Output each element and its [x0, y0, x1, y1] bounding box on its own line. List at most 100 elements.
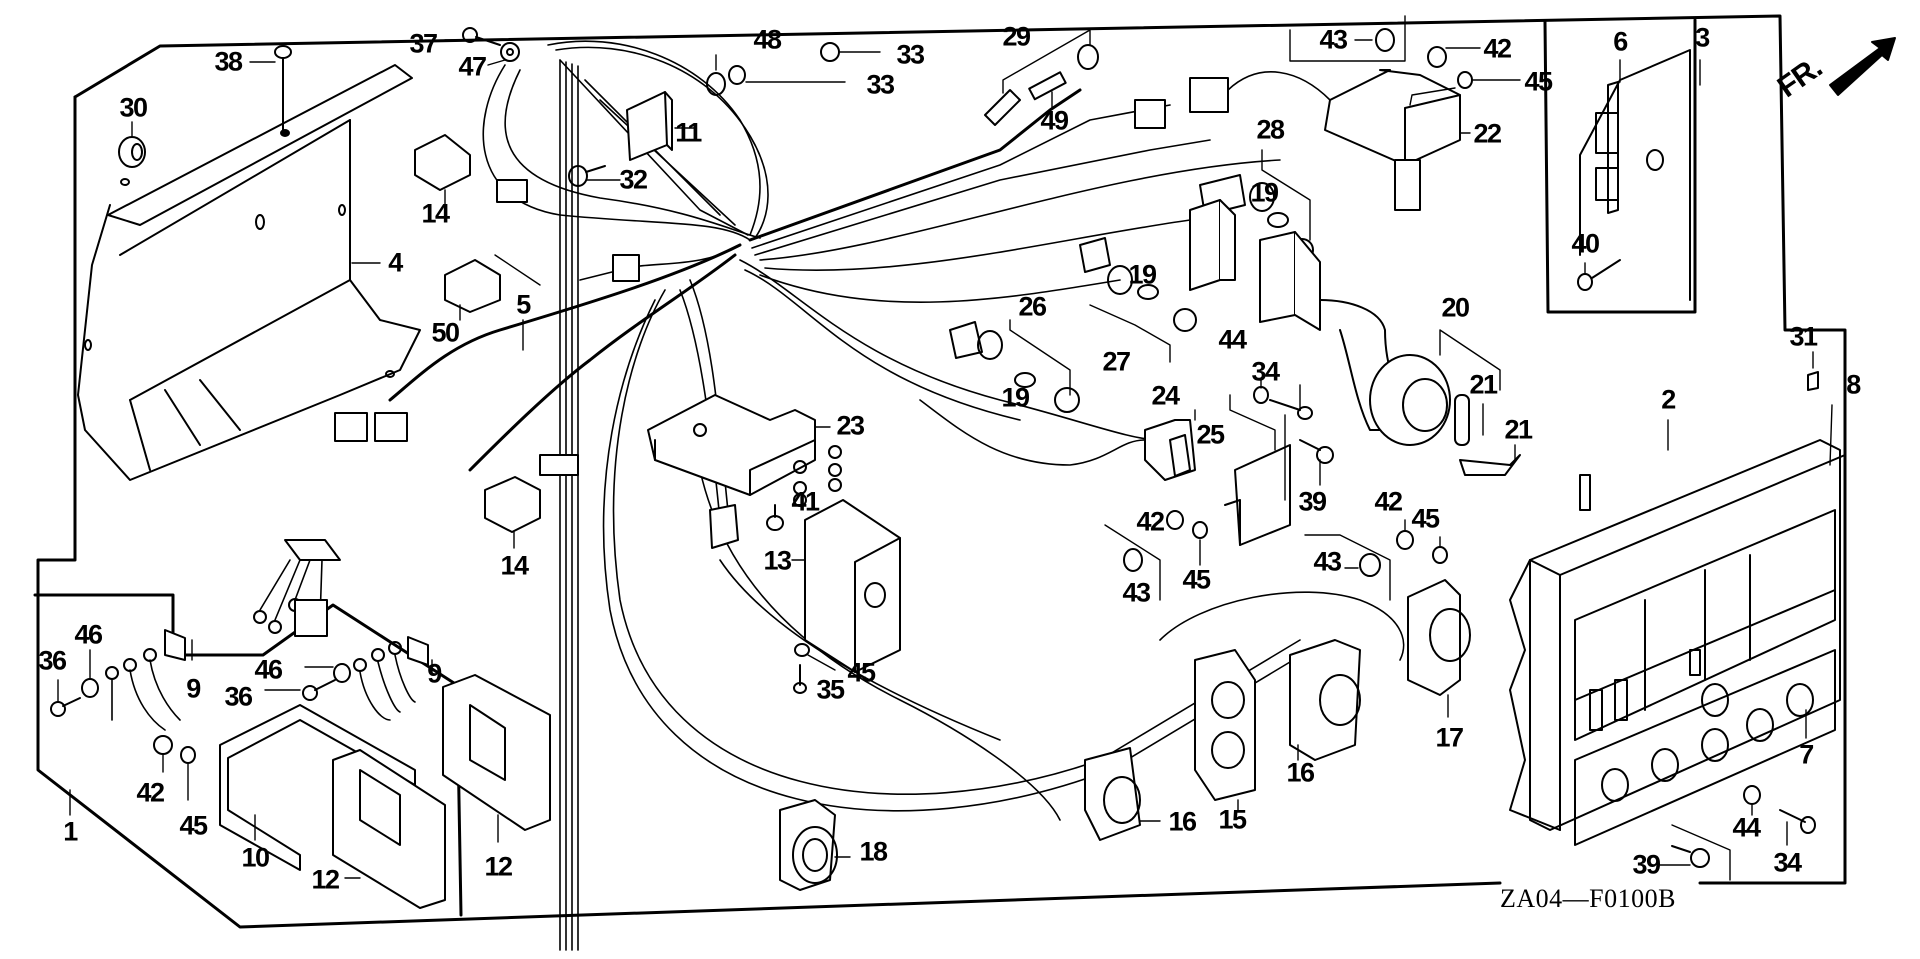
- callout-14-lower[interactable]: 14: [500, 550, 529, 581]
- callout-19-lamp-26[interactable]: 19: [1001, 382, 1030, 413]
- callout-42-mid[interactable]: 42: [1374, 486, 1403, 517]
- callout-21-a[interactable]: 21: [1469, 369, 1498, 400]
- nut-42-lower-left: [153, 735, 173, 773]
- callout-19-lamp-27[interactable]: 19: [1128, 259, 1157, 290]
- panel-plate-7: [1574, 649, 1836, 846]
- callout-1[interactable]: 1: [63, 816, 78, 847]
- callout-45-cluster[interactable]: 45: [1182, 564, 1211, 595]
- callout-44-bottom[interactable]: 44: [1732, 812, 1761, 843]
- callout-45-mid[interactable]: 45: [1411, 503, 1440, 534]
- ignition-switch-20: [1319, 299, 1501, 446]
- washer-44-top: [1253, 379, 1269, 404]
- callout-48[interactable]: 48: [753, 24, 782, 55]
- callout-29[interactable]: 29: [1002, 21, 1031, 52]
- callout-42-lower-left[interactable]: 42: [136, 777, 165, 808]
- connector-harness-e: [612, 254, 640, 282]
- callout-6[interactable]: 6: [1613, 26, 1628, 57]
- callout-22[interactable]: 22: [1473, 118, 1502, 149]
- callout-43-right[interactable]: 43: [1313, 546, 1342, 577]
- callout-45-lower-left[interactable]: 45: [179, 810, 208, 841]
- subframe-43: [1289, 15, 1406, 62]
- relay-50: [444, 254, 541, 321]
- wire-receptacles: [1159, 591, 1405, 661]
- assembly-frame-left: [36, 95, 1502, 929]
- leader-8: [1829, 404, 1833, 466]
- callout-11[interactable]: 11: [675, 117, 702, 148]
- nut-42-cluster: [1166, 510, 1184, 530]
- callout-45-top[interactable]: 45: [1524, 66, 1553, 97]
- callout-33-b[interactable]: 33: [866, 69, 895, 100]
- callout-49[interactable]: 49: [1040, 105, 1069, 136]
- callout-32[interactable]: 32: [619, 164, 648, 195]
- callout-43-cluster[interactable]: 43: [1122, 577, 1151, 608]
- clip-31: [1807, 371, 1819, 391]
- callout-36-left[interactable]: 36: [38, 645, 67, 676]
- callout-47[interactable]: 47: [458, 51, 487, 82]
- callout-36-mid[interactable]: 36: [224, 681, 253, 712]
- callout-14-upper[interactable]: 14: [421, 198, 450, 229]
- callout-30[interactable]: 30: [119, 92, 148, 123]
- screw-39-mid: [1284, 414, 1334, 501]
- callout-24[interactable]: 24: [1151, 380, 1180, 411]
- key-21: [1454, 394, 1521, 476]
- callout-39-bottom[interactable]: 39: [1632, 849, 1661, 880]
- callout-25[interactable]: 25: [1196, 419, 1225, 450]
- callout-12-lower[interactable]: 12: [311, 864, 340, 895]
- callout-7[interactable]: 7: [1799, 739, 1814, 770]
- bolt-37: [444, 27, 501, 46]
- callout-27[interactable]: 27: [1102, 346, 1131, 377]
- callout-39-mid[interactable]: 39: [1298, 486, 1327, 517]
- panel-side-bracket: [1509, 559, 1561, 831]
- connector-harness-b: [334, 412, 368, 442]
- callout-5[interactable]: 5: [516, 289, 531, 320]
- receptacle-15: [1194, 649, 1256, 811]
- callout-41[interactable]: 41: [791, 486, 820, 517]
- callout-10[interactable]: 10: [241, 842, 270, 873]
- callout-31[interactable]: 31: [1789, 321, 1818, 352]
- callout-20[interactable]: 20: [1441, 292, 1470, 323]
- callout-34-top[interactable]: 34: [1251, 356, 1280, 387]
- callout-46-left[interactable]: 46: [74, 619, 103, 650]
- callout-43-top[interactable]: 43: [1319, 24, 1348, 55]
- panel-3: [1579, 49, 1701, 301]
- connector-top-right: [1189, 77, 1229, 113]
- screw-34-top: [1269, 384, 1313, 420]
- relay-14-lower: [484, 476, 541, 549]
- washer-45-lower-mid: [794, 643, 836, 671]
- callout-34-bottom[interactable]: 34: [1773, 847, 1802, 878]
- callout-12-upper[interactable]: 12: [484, 851, 513, 882]
- callout-13[interactable]: 13: [763, 545, 792, 576]
- callout-28[interactable]: 28: [1256, 114, 1285, 145]
- callout-21-b[interactable]: 21: [1504, 414, 1533, 445]
- callout-8[interactable]: 8: [1846, 369, 1861, 400]
- callout-45-lower-mid[interactable]: 45: [847, 657, 876, 688]
- callout-23[interactable]: 23: [836, 410, 865, 441]
- callout-4[interactable]: 4: [388, 247, 403, 278]
- callout-2[interactable]: 2: [1661, 384, 1676, 415]
- callout-16-left[interactable]: 16: [1168, 806, 1197, 837]
- callout-33-a[interactable]: 33: [896, 39, 925, 70]
- nut-42-mid: [1396, 519, 1414, 550]
- callout-18[interactable]: 18: [859, 836, 888, 867]
- callout-35[interactable]: 35: [816, 674, 845, 705]
- callout-3[interactable]: 3: [1695, 22, 1710, 53]
- callout-16-right[interactable]: 16: [1286, 757, 1315, 788]
- callout-42-top[interactable]: 42: [1483, 33, 1512, 64]
- bracket-25: [1224, 394, 1291, 546]
- callout-15[interactable]: 15: [1218, 804, 1247, 835]
- callout-46-mid[interactable]: 46: [254, 654, 283, 685]
- callout-37[interactable]: 37: [409, 28, 438, 59]
- subframe-6-3-40: [1543, 18, 1697, 314]
- callout-9-left[interactable]: 9: [186, 673, 201, 704]
- callout-44-top[interactable]: 44: [1218, 324, 1247, 355]
- callout-17[interactable]: 17: [1435, 722, 1464, 753]
- callout-19-lamp-28[interactable]: 19: [1250, 177, 1279, 208]
- screw-40: [1577, 259, 1621, 291]
- callout-26[interactable]: 26: [1018, 291, 1047, 322]
- callout-42-cluster[interactable]: 42: [1136, 506, 1165, 537]
- callout-40[interactable]: 40: [1571, 228, 1600, 259]
- callout-9-mid[interactable]: 9: [427, 658, 442, 689]
- callout-38[interactable]: 38: [214, 46, 243, 77]
- callout-50[interactable]: 50: [431, 317, 460, 348]
